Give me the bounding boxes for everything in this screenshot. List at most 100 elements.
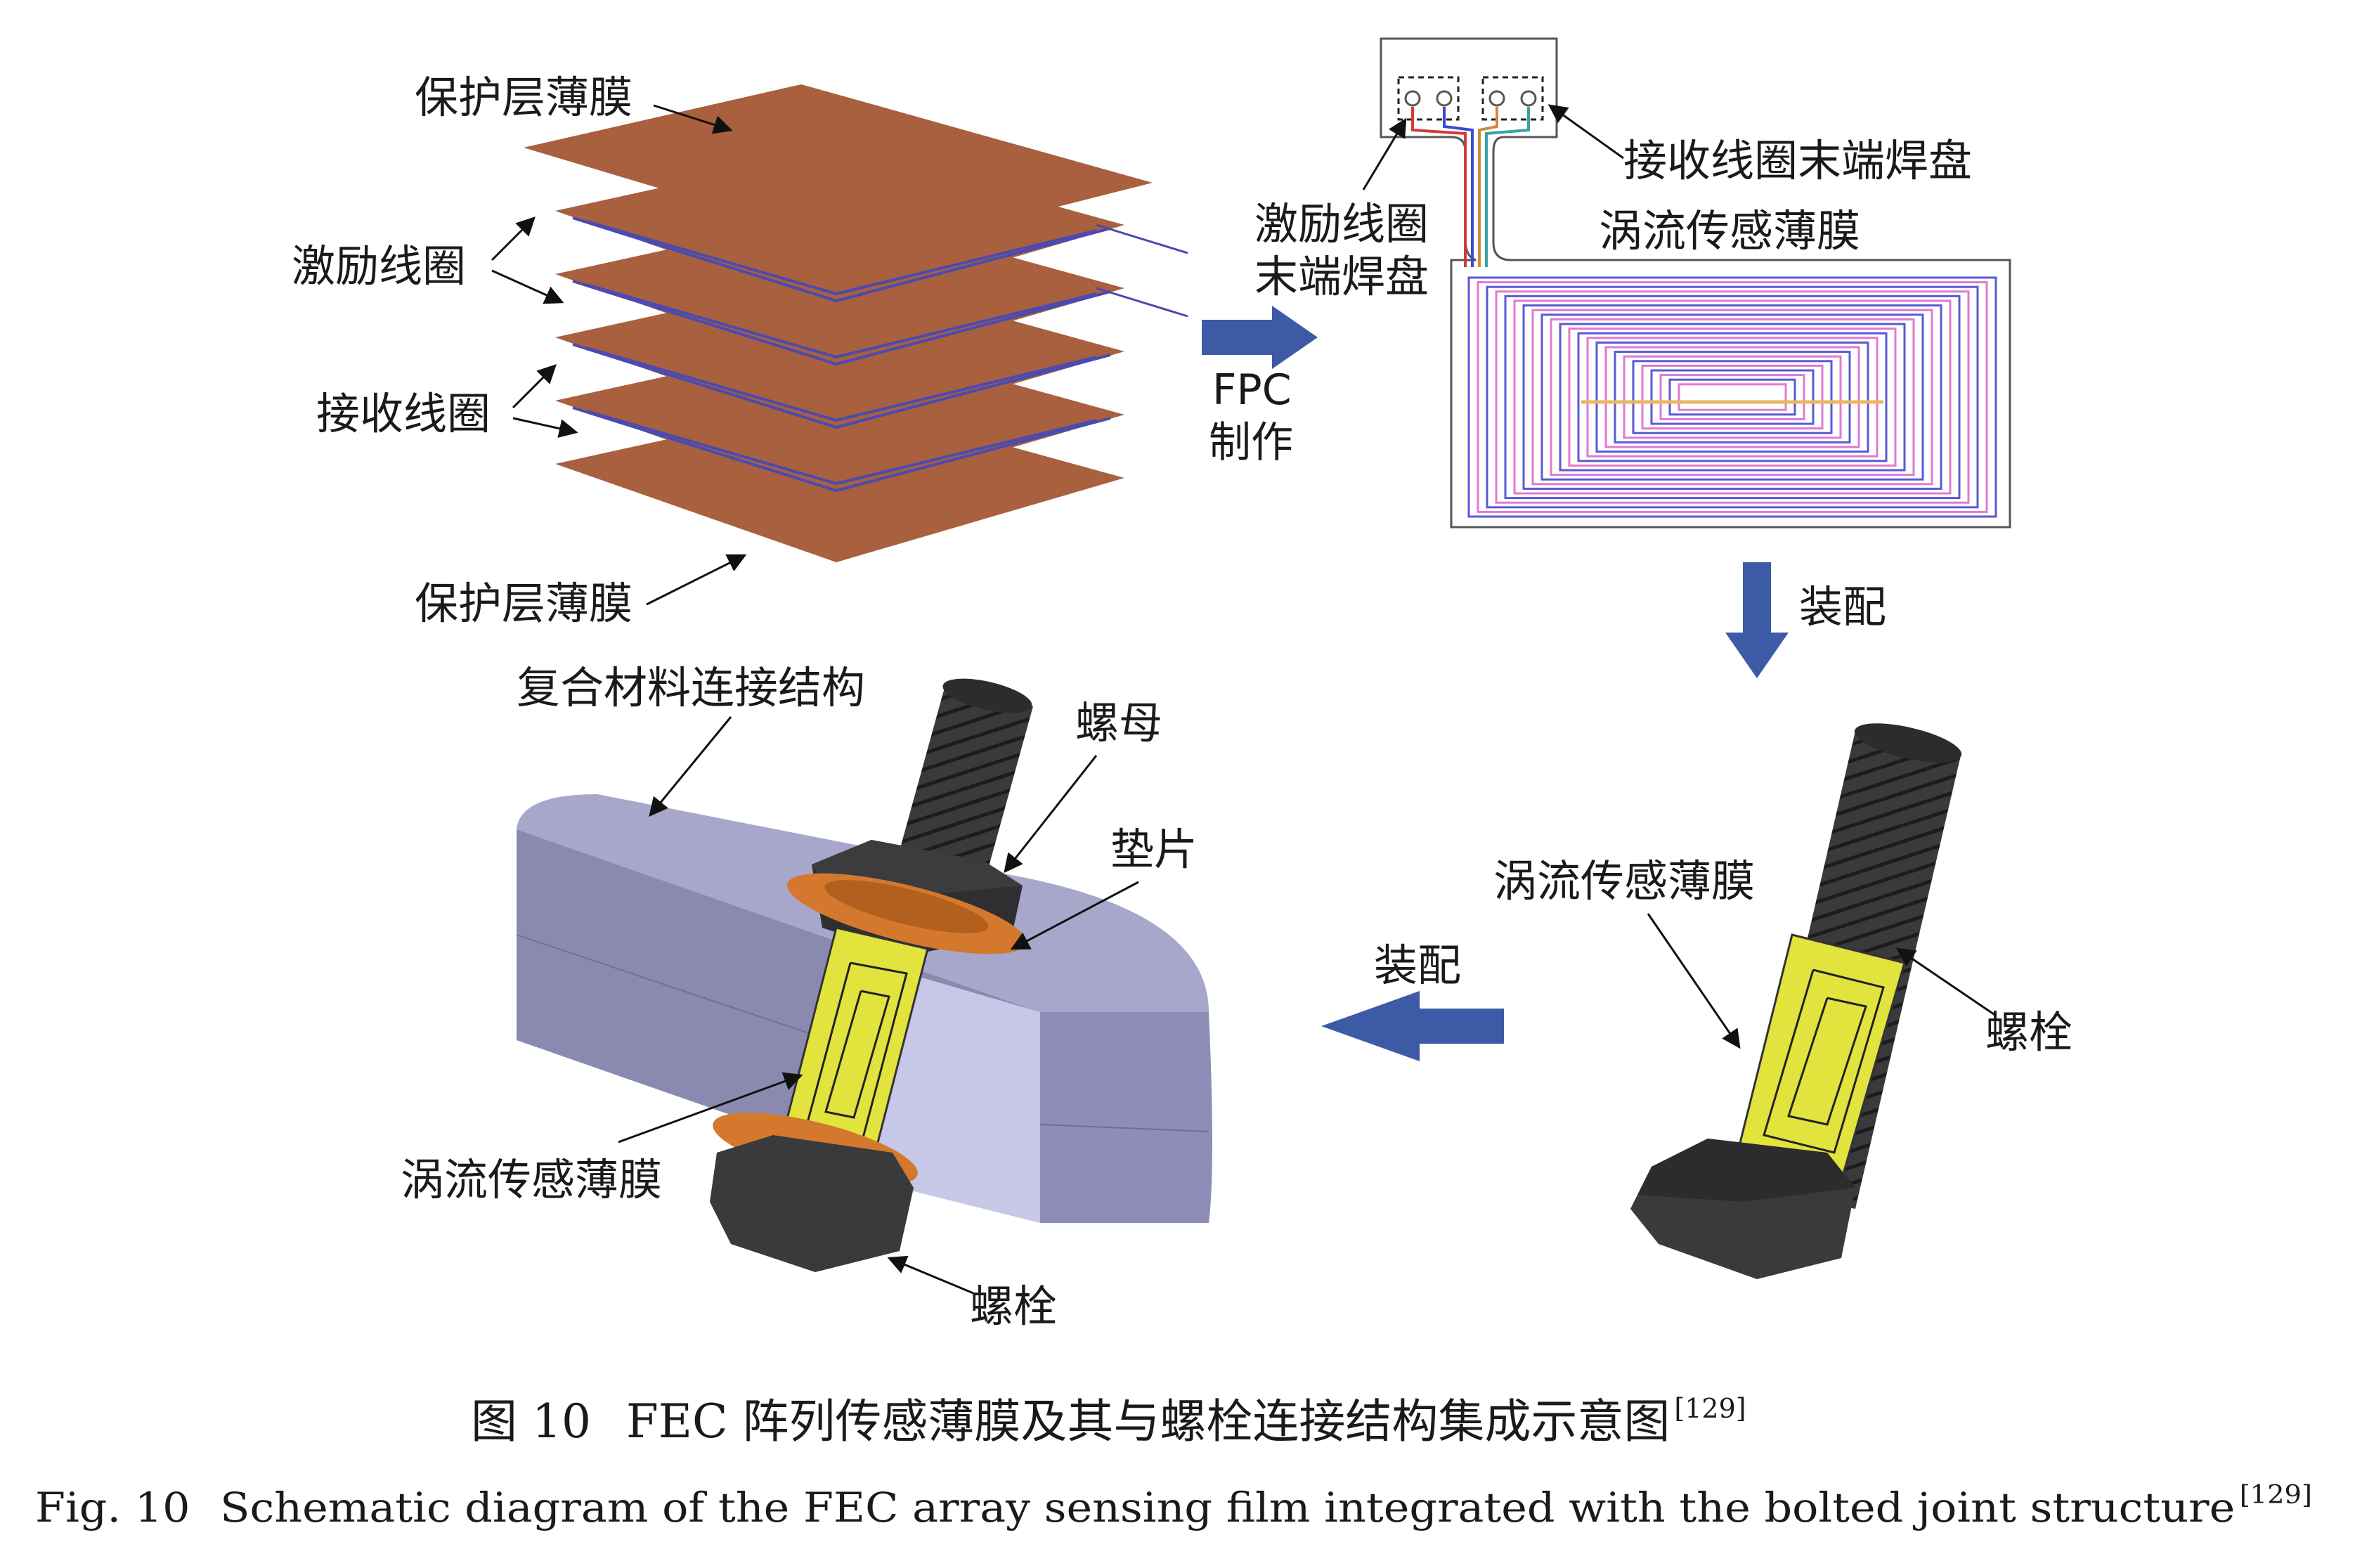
leader-line (1010, 881, 1139, 950)
coil-turn (1522, 304, 1942, 490)
label-nut: 螺母 (1075, 697, 1162, 749)
lead-trace-teal (1485, 107, 1530, 267)
label-eddy-film-top: 涡流传感薄膜 (1599, 205, 1860, 257)
bolted-joint (516, 678, 1212, 1272)
coil-turn (1604, 346, 1860, 448)
coil-turn (1495, 290, 1970, 504)
process-arrow-down (1725, 562, 1789, 678)
leader-line (491, 216, 536, 261)
bolt-end (1854, 723, 1962, 763)
caption-en-prefix: Fig. 10 (35, 1484, 190, 1531)
leader-line (1647, 913, 1741, 1049)
caption-cn-text: FEC 阵列传感薄膜及其与螺栓连接结构集成示意图 (626, 1394, 1670, 1449)
label-washer: 垫片 (1110, 824, 1198, 875)
label-receive-pad: 接收线圈末端焊盘 (1623, 135, 1972, 186)
label-bolt-left: 螺栓 (970, 1281, 1057, 1332)
sensor-coil-line (824, 990, 890, 1119)
layer-stack (524, 84, 1188, 562)
label-excite-pad-2: 末端焊盘 (1254, 251, 1429, 302)
lead-trace-red (1411, 107, 1467, 267)
coil-trace (572, 280, 1111, 366)
label-eddy-film-bolt: 涡流传感薄膜 (1493, 855, 1755, 907)
leader-line (1895, 947, 1997, 1017)
solder-pad (1488, 90, 1505, 107)
label-receiving-coil: 接收线圈 (316, 388, 491, 439)
joint-bolt-thread (900, 685, 1033, 872)
coil-trace (586, 283, 1097, 359)
coil-turn (1540, 313, 1924, 481)
leader-line (618, 1072, 803, 1143)
pad-box-excite (1397, 76, 1460, 121)
label-protective-film-bottom: 保护层薄膜 (415, 578, 632, 629)
process-arrow-right (1202, 306, 1318, 369)
coil-turn (1513, 299, 1952, 495)
label-assembly-1: 装配 (1799, 581, 1886, 633)
label-excite-pad-1: 激励线圈 (1254, 198, 1429, 250)
bolt-head-face (1637, 1139, 1855, 1202)
coil-spiral (1467, 276, 1997, 518)
composite-end (1040, 1012, 1212, 1223)
solder-pad (1520, 90, 1537, 107)
caption-cn-prefix: 图 10 (471, 1394, 591, 1449)
label-fpc: FPC (1212, 365, 1292, 415)
coil-turn (1659, 374, 1805, 420)
label-protective-film-top: 保护层薄膜 (415, 72, 632, 123)
caption-cn: 图 10 FEC 阵列传感薄膜及其与螺栓连接结构集成示意图[129] (471, 1393, 1746, 1449)
coil-turn (1531, 309, 1933, 486)
caption-cn-ref: [129] (1674, 1393, 1746, 1424)
caption-en-text: Schematic diagram of the FEC array sensi… (220, 1484, 2235, 1531)
coil-turn (1614, 351, 1851, 443)
coil-trace (586, 410, 1097, 486)
washer-top-hole (824, 880, 989, 933)
coil-trace (586, 220, 1097, 296)
coil-lead (1096, 287, 1188, 318)
coil-trace (586, 346, 1097, 422)
label-excitation-coil: 激励线圈 (292, 240, 466, 292)
label-fpc-make: 制作 (1209, 418, 1293, 467)
coil-lead (1096, 223, 1188, 254)
joint-bolt-end (942, 678, 1032, 713)
lead-trace-blue (1443, 107, 1474, 267)
caption-en: Fig. 10 Schematic diagram of the FEC arra… (35, 1481, 2312, 1531)
sensor-coil-line (1787, 997, 1867, 1126)
coil-turn (1486, 285, 1979, 509)
process-arrow-left (1321, 991, 1504, 1061)
joint-bolt-head (710, 1135, 914, 1272)
coil-turn (1550, 318, 1915, 477)
coil-turn (1504, 294, 1961, 500)
solder-pad (1404, 90, 1421, 107)
plate-seam (1039, 1124, 1209, 1132)
coil-turn (1641, 364, 1824, 430)
coil-trace (572, 406, 1111, 493)
coil-turn (1568, 328, 1897, 467)
composite-gap-face (871, 963, 1040, 1223)
protective-film-top-sheet (524, 84, 1153, 253)
coil-turn (1678, 383, 1787, 411)
label-assembly-2: 装配 (1374, 940, 1461, 991)
leader-line (1548, 104, 1624, 160)
coil-turn (1586, 337, 1879, 458)
coil-turn (1595, 341, 1869, 453)
eddy-current-film (1380, 37, 2011, 529)
coil-turn (1650, 369, 1815, 425)
leader-line (512, 364, 557, 409)
coil-turn (1477, 281, 1988, 513)
leader-line (887, 1255, 974, 1295)
caption-en-ref: [129] (2240, 1481, 2312, 1510)
lead-trace-orange (1478, 107, 1498, 267)
solder-pad (1436, 90, 1453, 107)
leader-line (1004, 755, 1098, 874)
pad-box-receive (1481, 76, 1544, 121)
bolt-with-film (1630, 723, 1962, 1279)
coil-trace (572, 216, 1111, 303)
coil-turn (1467, 276, 1997, 518)
coil-turn (1577, 332, 1888, 462)
label-bolt-right: 螺栓 (1985, 1006, 2072, 1058)
leader-line (653, 104, 733, 134)
coil-turn (1668, 378, 1796, 416)
coil-turn (1559, 323, 1906, 472)
leader-line (646, 554, 747, 606)
leader-line (491, 269, 564, 304)
coil-turn (1632, 360, 1833, 434)
